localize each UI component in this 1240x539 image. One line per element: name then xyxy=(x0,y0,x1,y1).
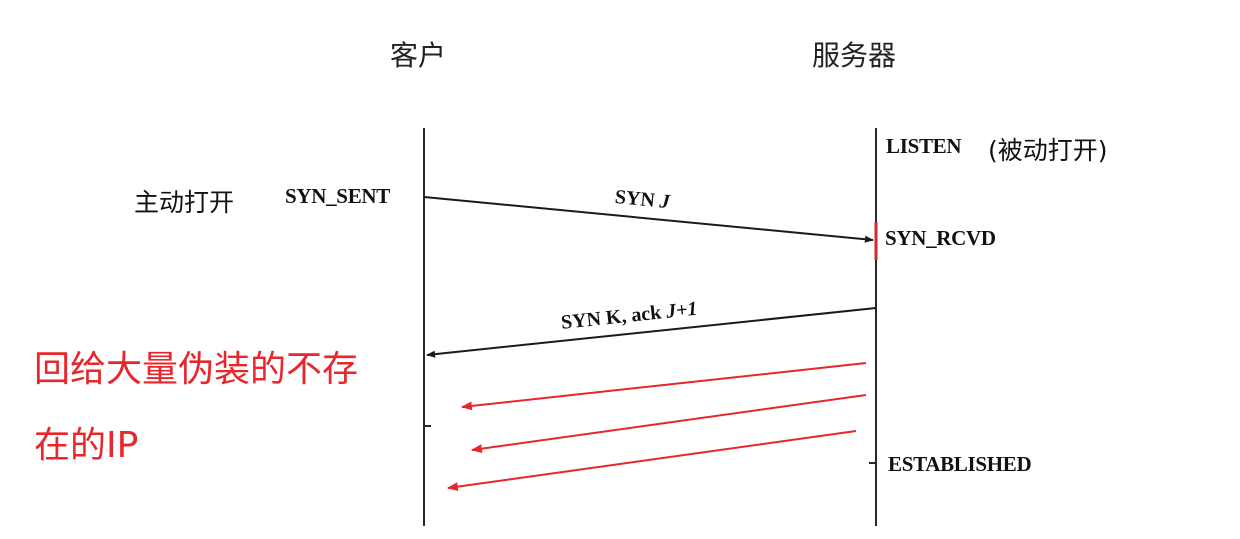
active-open-label: 主动打开 xyxy=(134,188,235,217)
state-established: ESTABLISHED xyxy=(888,452,1032,476)
syn-segment-seq: J xyxy=(658,190,671,214)
state-syn-sent: SYN_SENT xyxy=(285,184,390,208)
flood-arrow-3 xyxy=(446,430,857,491)
synack-segment-ack: J+1 xyxy=(664,297,699,323)
passive-open-label: (被动打开) xyxy=(988,136,1108,165)
server-heading: 服务器 xyxy=(812,39,897,72)
state-syn-rcvd: SYN_RCVD xyxy=(885,226,996,250)
flood-arrow-1 xyxy=(460,362,867,411)
annotation-line-1: 回给大量伪装的不存 xyxy=(34,349,359,390)
synack-arrow xyxy=(426,307,877,358)
flood-arrow-2 xyxy=(470,394,867,453)
syn-arrow xyxy=(423,196,874,243)
client-heading: 客户 xyxy=(390,39,447,72)
syn-segment-prefix: SYN xyxy=(613,186,661,213)
state-listen: LISTEN xyxy=(886,134,962,158)
annotation-line-2: 在的IP xyxy=(34,425,139,466)
